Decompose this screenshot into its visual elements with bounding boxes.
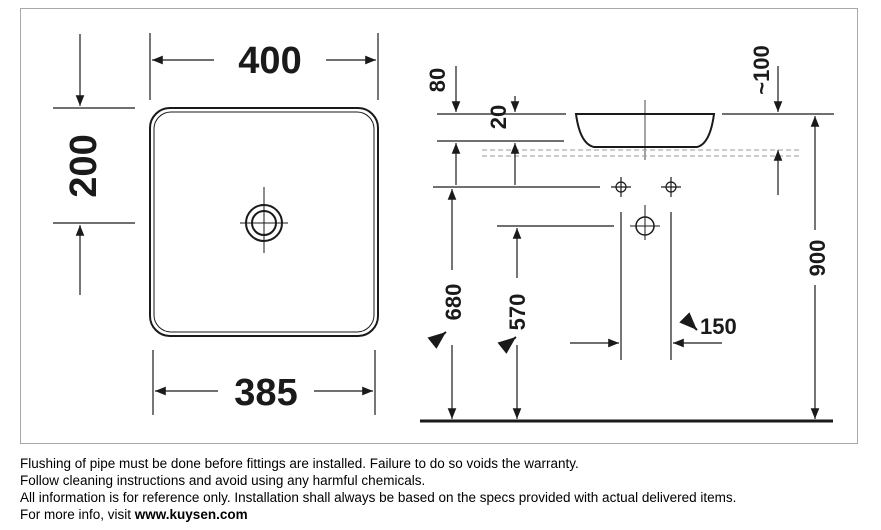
elevation-view — [420, 66, 834, 423]
dim-drain-570: 570 — [505, 294, 530, 331]
dim-approx-height: ~100 — [749, 45, 774, 95]
dim-bottom-width: 385 — [234, 372, 297, 414]
footer-notes: Flushing of pipe must be done before fit… — [20, 455, 870, 523]
plan-view — [53, 33, 379, 415]
note-more-info-prefix: For more info, visit — [20, 507, 132, 522]
dim-overflow: 80 — [425, 68, 450, 92]
basin-outline-outer — [149, 107, 379, 337]
dim-drain-680: 680 — [441, 284, 466, 321]
dim-rim: 20 — [486, 105, 511, 129]
note-flushing: Flushing of pipe must be done before fit… — [20, 456, 579, 471]
note-reference: All information is for reference only. I… — [20, 490, 737, 505]
basin-profile — [574, 113, 716, 148]
website-link[interactable]: www.kuysen.com — [134, 507, 248, 522]
waste-outlet-symbol — [630, 205, 660, 240]
basin-outline-inner — [153, 111, 375, 333]
dim-offset-150: 150 — [700, 314, 737, 339]
note-cleaning: Follow cleaning instructions and avoid u… — [20, 473, 426, 488]
note-more-info: For more info, visit www.kuysen.com — [20, 506, 870, 523]
dim-depth: 200 — [63, 134, 105, 197]
technical-drawing: 400 385 200 80 20 ~100 900 680 570 150 — [53, 33, 834, 423]
valve-right-symbol — [661, 177, 681, 197]
valve-left-symbol — [611, 177, 631, 197]
drain-symbol — [240, 187, 288, 253]
drawing-frame — [20, 8, 858, 444]
dim-top-width: 400 — [238, 40, 301, 82]
dim-total-height: 900 — [805, 240, 830, 277]
